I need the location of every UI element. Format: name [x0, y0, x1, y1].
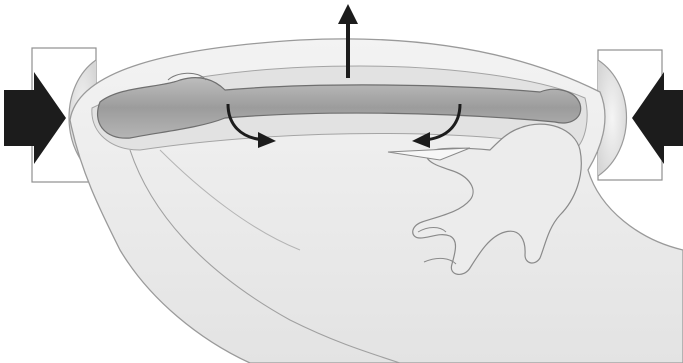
- figure-stage: [0, 0, 683, 363]
- foot-arch-illustration: [0, 0, 683, 363]
